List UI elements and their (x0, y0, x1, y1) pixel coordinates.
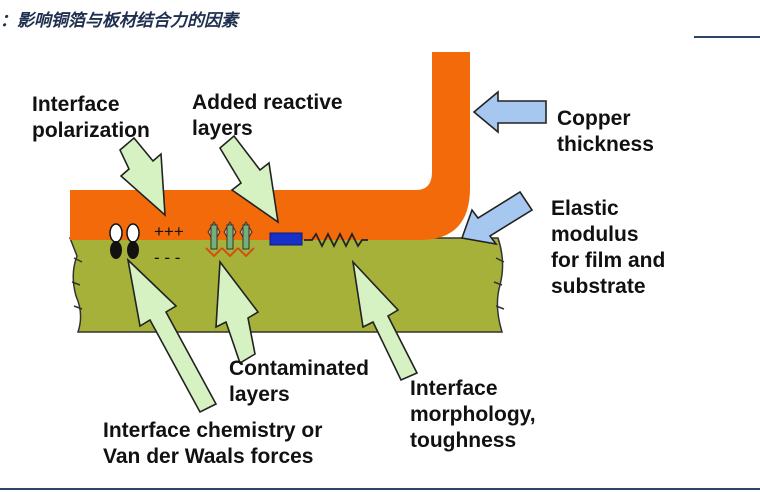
label-copper-thickness: Copper thickness (557, 107, 654, 156)
label-interface-polarization: Interface polarization (32, 93, 150, 142)
arrow-elastic-modulus (460, 190, 534, 246)
footer-divider (0, 488, 760, 490)
arrow-contaminated-layers (215, 259, 260, 365)
substrate-edge-right (493, 257, 505, 310)
arrow-interface-chemistry (126, 257, 218, 414)
reactive-layer-block (269, 232, 303, 246)
arrow-interface-morphology (351, 259, 419, 382)
label-interface-morphology: Interface morphology, toughness (410, 377, 536, 452)
arrow-interface-polarization (119, 136, 166, 217)
label-elastic-modulus: Elastic modulus for film and substrate (551, 197, 666, 298)
label-added-reactive-layers: Added reactive layers (192, 91, 343, 140)
interface-roughness (304, 231, 368, 249)
copper-foil (70, 52, 470, 240)
label-contaminated-layers: Contaminated layers (229, 357, 370, 406)
label-interface-chemistry: Interface chemistry or Van der Waals for… (103, 419, 323, 468)
arrow-added-reactive-layers (218, 134, 280, 224)
dipole-pair (109, 223, 140, 259)
arrow-copper-thickness (472, 90, 547, 134)
contaminant-molecules (205, 221, 255, 258)
substrate-edge-left (71, 257, 83, 310)
page-title: ：影响铜箔与板材结合力的因素 (0, 11, 238, 31)
header-divider (694, 36, 760, 38)
negative-charges: - - - (154, 248, 180, 267)
positive-charges: +++ (154, 222, 184, 241)
